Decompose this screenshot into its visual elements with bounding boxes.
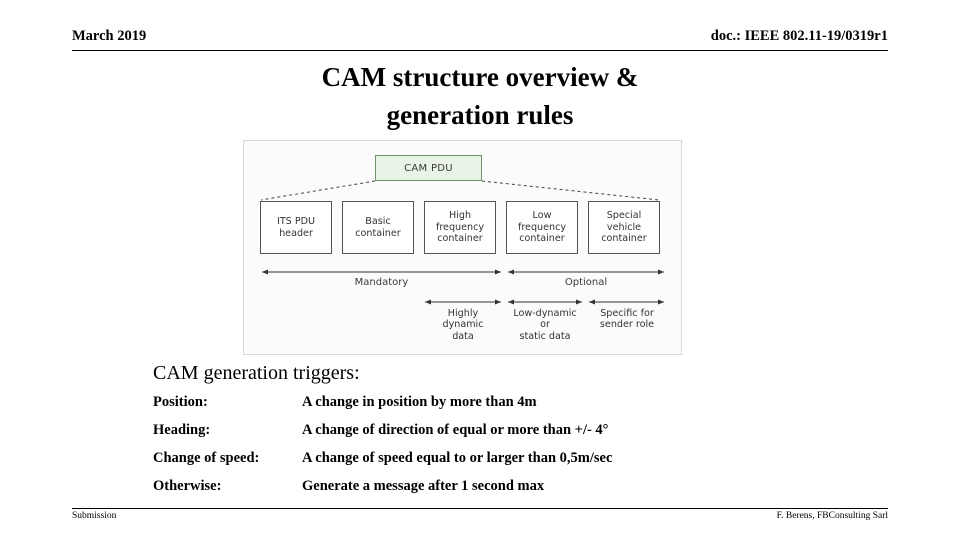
- slide-header: March 2019 doc.: IEEE 802.11-19/0319r1: [72, 28, 888, 52]
- header-doc-id: doc.: IEEE 802.11-19/0319r1: [710, 28, 888, 44]
- footer-submission-label: Submission: [72, 511, 117, 521]
- trigger-row: Change of speed: A change of speed equal…: [153, 450, 853, 478]
- sub-line-2: dynamic: [442, 319, 484, 331]
- trigger-value: Generate a message after 1 second max: [302, 478, 545, 494]
- leaf-line-1: Special: [606, 210, 642, 222]
- trigger-value: A change of direction of equal or more t…: [302, 422, 609, 438]
- footer-divider: [72, 508, 888, 509]
- sub-band-label: Specific for sender role: [589, 308, 665, 331]
- leaf-line-2: container: [355, 227, 401, 239]
- sub-line-1: Low-dynamic: [513, 308, 577, 319]
- trigger-row: Position: A change in position by more t…: [153, 394, 853, 422]
- leaf-line-2: vehicle: [606, 221, 642, 233]
- trigger-label: Heading:: [153, 422, 211, 438]
- header-date: March 2019: [72, 28, 147, 44]
- leaf-line-2: frequency: [517, 221, 567, 233]
- trigger-label: Position:: [153, 394, 208, 410]
- leaf-line-1: High: [448, 210, 472, 222]
- sub-line-3: data: [452, 330, 474, 342]
- diagram-connectors: [260, 180, 664, 305]
- trigger-row: Heading: A change of direction of equal …: [153, 422, 853, 450]
- footer-author: F. Berens, FBConsulting Sarl: [776, 511, 888, 521]
- sub-line-2: or: [540, 319, 550, 331]
- leaf-line-1: Basic: [365, 215, 391, 227]
- leaf-line-3: container: [437, 233, 483, 245]
- band-label-optional: Optional: [564, 277, 608, 288]
- cam-structure-diagram: CAM PDU ITS PDU header Basic container H…: [243, 140, 682, 355]
- trigger-label: Otherwise:: [153, 478, 222, 494]
- sub-line-1: Specific for: [600, 308, 654, 319]
- leaf-line-2: header: [279, 227, 313, 239]
- trigger-list: Position: A change in position by more t…: [153, 394, 853, 506]
- sub-band-label: Highly dynamic data: [425, 308, 501, 342]
- leaf-line-1: Low: [532, 210, 552, 222]
- leaf-line-3: container: [601, 233, 647, 245]
- band-label-mandatory: Mandatory: [354, 277, 409, 288]
- page-title: CAM structure overview & generation rule…: [160, 58, 800, 134]
- diagram-leaf-box: Low frequency container: [506, 201, 578, 254]
- trigger-value: A change of speed equal to or larger tha…: [302, 450, 613, 466]
- leaf-line-1: ITS PDU: [276, 215, 316, 227]
- sub-line-2: sender role: [599, 319, 655, 331]
- trigger-label: Change of speed:: [153, 450, 260, 466]
- leaf-line-2: frequency: [435, 221, 485, 233]
- page-title-line-2: generation rules: [386, 100, 574, 130]
- sub-line-3: static data: [519, 330, 571, 342]
- trigger-row: Otherwise: Generate a message after 1 se…: [153, 478, 853, 506]
- diagram-root-box: CAM PDU: [375, 155, 482, 181]
- diagram-leaf-box: Basic container: [342, 201, 414, 254]
- section-title: CAM generation triggers:: [153, 362, 360, 384]
- sub-band-label: Low-dynamic or static data: [504, 308, 586, 342]
- header-divider: [72, 50, 888, 51]
- diagram-leaf-box: Special vehicle container: [588, 201, 660, 254]
- page-title-line-1: CAM structure overview &: [321, 62, 639, 92]
- sub-line-1: Highly: [447, 308, 479, 319]
- diagram-leaf-box: High frequency container: [424, 201, 496, 254]
- leaf-line-3: container: [519, 233, 565, 245]
- slide-footer: Submission F. Berens, FBConsulting Sarl: [72, 508, 888, 530]
- diagram-leaf-box: ITS PDU header: [260, 201, 332, 254]
- diagram-canvas: CAM PDU ITS PDU header Basic container H…: [244, 141, 681, 354]
- trigger-value: A change in position by more than 4m: [302, 394, 537, 410]
